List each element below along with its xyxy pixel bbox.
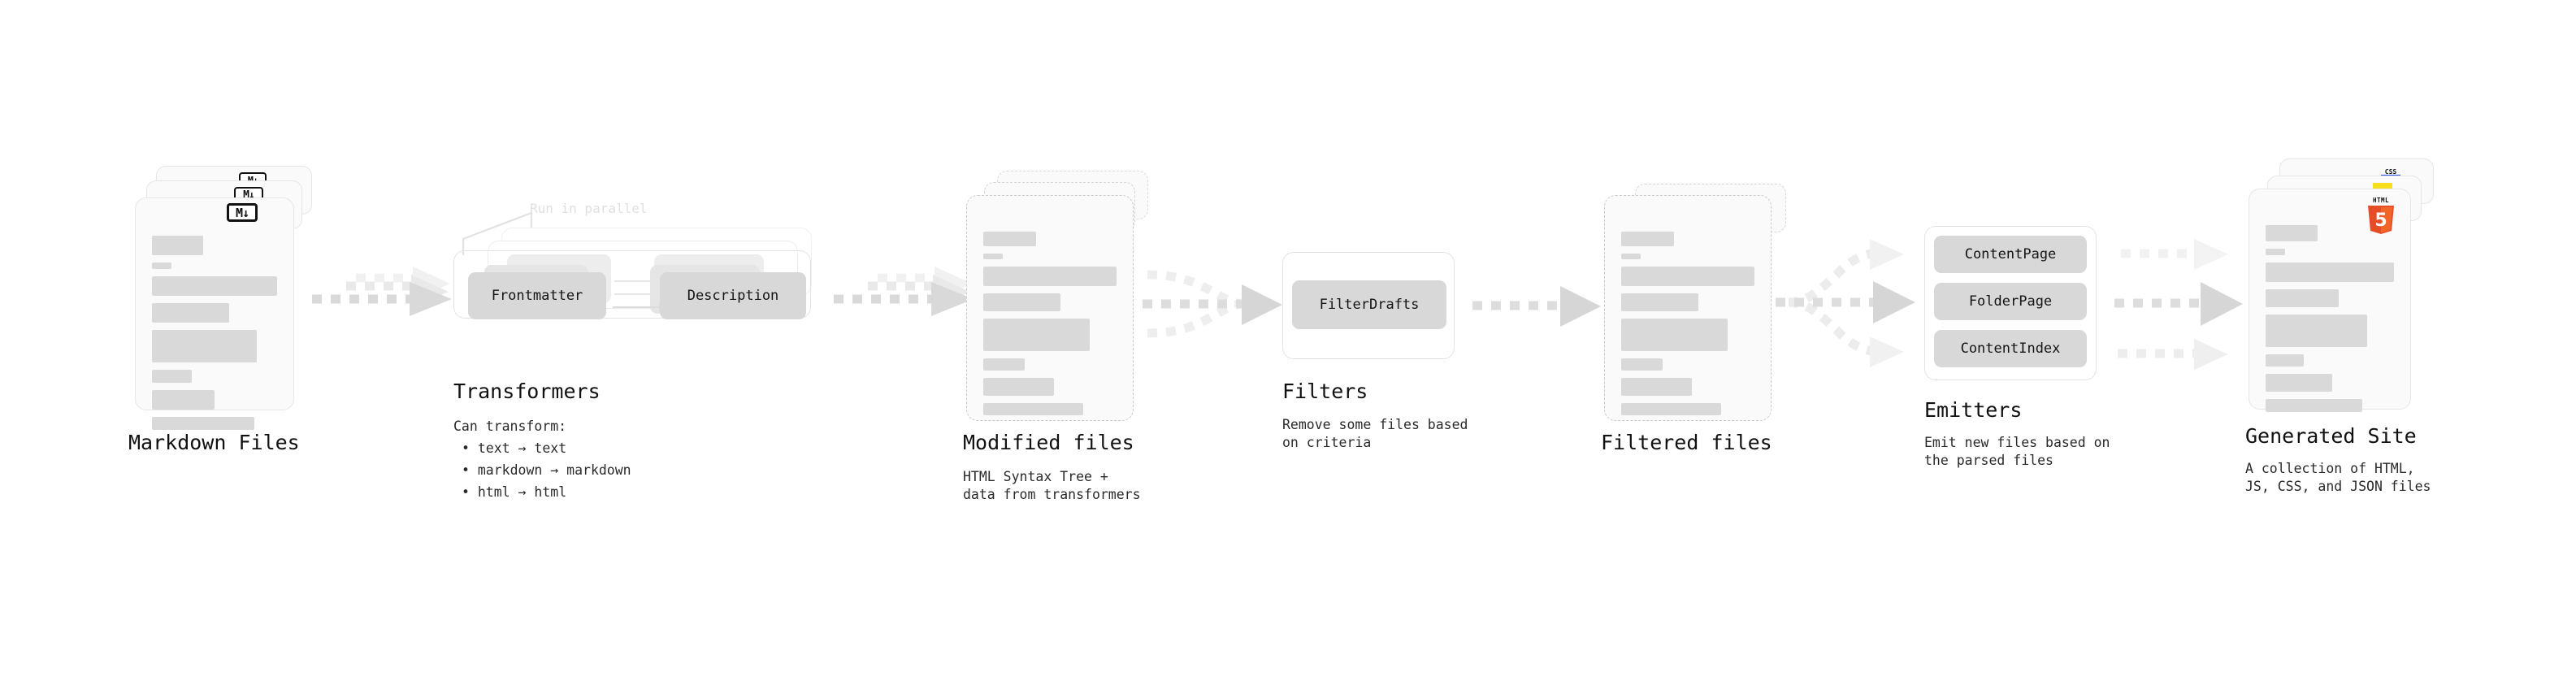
transformers-bullet-2: • html → html <box>462 484 567 500</box>
connector-transformers-to-modified <box>834 267 974 316</box>
stage-title-filters: Filters <box>1282 380 1368 403</box>
run-in-parallel-bracket <box>462 211 533 255</box>
css-icon-label: CSS <box>2385 168 2397 176</box>
modified-file-card-front <box>966 195 1134 421</box>
filter-chip-filterdrafts[interactable]: FilterDrafts <box>1292 280 1446 329</box>
filtered-placeholder-lines <box>1621 214 1754 423</box>
emitter-chip-label: ContentIndex <box>1960 340 2061 357</box>
emitters-description: Emit new files based on the parsed files <box>1924 435 2110 468</box>
connector-md-to-transformers <box>312 267 452 316</box>
generated-site-description: A collection of HTML, JS, CSS, and JSON … <box>2245 461 2431 494</box>
modified-files-description: HTML Syntax Tree + data from transformer… <box>963 469 1141 502</box>
run-in-parallel-label: Run in parallel <box>530 201 648 216</box>
transformer-chip-frontmatter[interactable]: Frontmatter <box>468 272 606 319</box>
stage-title-generated-site: Generated Site <box>2245 424 2417 448</box>
filter-chip-label: FilterDrafts <box>1319 297 1420 313</box>
transformer-group-front <box>453 250 811 319</box>
filtered-file-card-front <box>1604 195 1772 421</box>
emitter-chip-label: ContentPage <box>1964 246 2057 262</box>
emitter-chip-contentindex[interactable]: ContentIndex <box>1934 330 2087 367</box>
stage-title-modified-files: Modified files <box>963 431 1134 454</box>
html5-icon-label: HTML <box>2373 197 2389 204</box>
markdown-placeholder-lines <box>152 216 277 437</box>
stage-title-markdown-files: Markdown Files <box>128 431 300 454</box>
modified-placeholder-lines <box>983 214 1117 423</box>
transformers-description: Can transform: <box>453 419 567 434</box>
stage-title-filtered-files: Filtered files <box>1601 431 1772 454</box>
connector-emitters-to-site <box>2114 239 2243 370</box>
markdown-icon-glyph: M↓ <box>235 205 249 220</box>
markdown-file-card-front <box>135 197 294 430</box>
markdown-icon: M↓ <box>227 203 258 222</box>
connector-filters-to-filtered <box>1472 286 1601 327</box>
transformers-bullet-0: • text → text <box>462 440 567 456</box>
stage-title-transformers: Transformers <box>453 380 601 403</box>
transformer-chip-label: Description <box>687 288 779 304</box>
connector-filtered-to-emitters <box>1776 239 1915 367</box>
emitter-chip-contentpage[interactable]: ContentPage <box>1934 236 2087 273</box>
emitter-chip-folderpage[interactable]: FolderPage <box>1934 283 2087 320</box>
stage-title-emitters: Emitters <box>1924 398 2023 422</box>
filters-description: Remove some files based on criteria <box>1282 417 1468 450</box>
html5-icon-number: 5 <box>2374 210 2387 231</box>
html5-icon: HTML 5 <box>2368 197 2394 234</box>
site-placeholder-lines <box>2266 207 2394 419</box>
connector-modified-to-filters <box>1143 270 1282 338</box>
transformer-chip-label: Frontmatter <box>491 288 583 304</box>
transformers-bullet-1: • markdown → markdown <box>462 462 631 478</box>
emitter-chip-label: FolderPage <box>1968 293 2053 310</box>
transformer-chip-description[interactable]: Description <box>660 272 806 319</box>
